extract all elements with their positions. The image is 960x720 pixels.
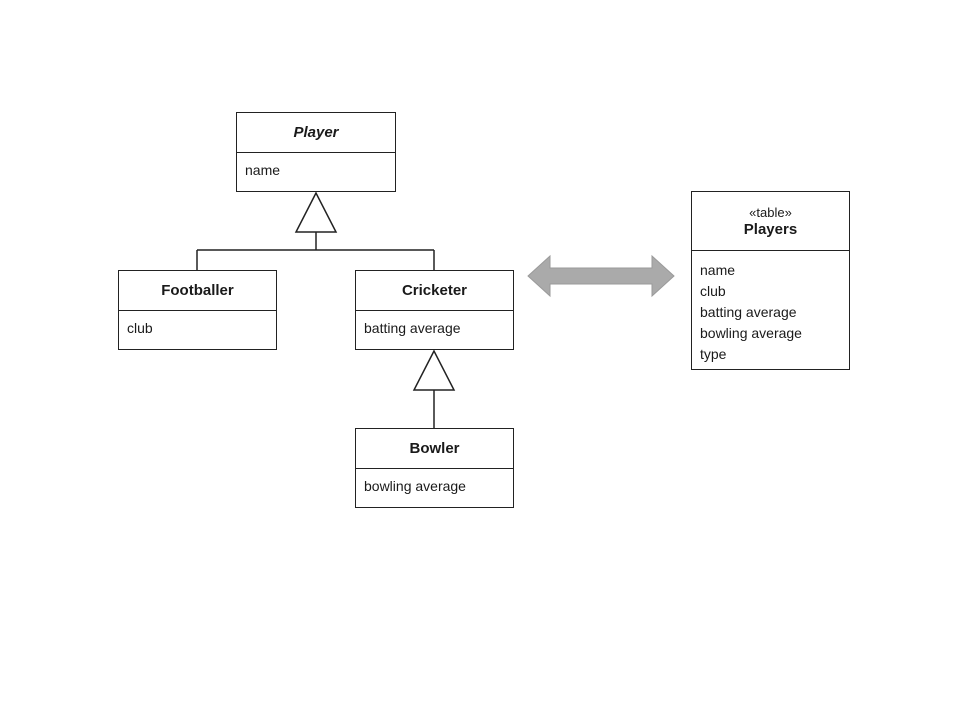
attribute: batting average	[364, 320, 461, 336]
generalization-arrowhead-player	[294, 191, 338, 233]
class-footballer: Footballer club	[118, 270, 277, 350]
table-columns: name club batting average bowling averag…	[692, 251, 849, 365]
class-player: Player name	[236, 112, 396, 192]
class-cricketer: Cricketer batting average	[355, 270, 514, 350]
table-column: club	[700, 283, 726, 299]
stereotype-label: «table»	[749, 205, 792, 220]
class-attributes: club	[119, 311, 276, 339]
table-players-header: «table» Players	[692, 192, 849, 251]
table-players: «table» Players name club batting averag…	[691, 191, 850, 370]
generalization-arrowhead-cricketer	[412, 349, 456, 391]
table-column: name	[700, 262, 736, 278]
class-name: Cricketer	[401, 281, 468, 299]
class-player-header: Player	[237, 113, 395, 153]
table-name: Players	[743, 221, 798, 238]
class-bowler: Bowler bowling average	[355, 428, 514, 508]
mapping-double-arrow	[527, 254, 675, 298]
class-name: Footballer	[161, 281, 234, 299]
class-attributes: batting average	[356, 311, 513, 339]
class-attributes: bowling average	[356, 469, 513, 497]
attribute: bowling average	[364, 478, 466, 494]
class-name: Player	[293, 123, 339, 141]
class-footballer-header: Footballer	[119, 271, 276, 311]
class-cricketer-header: Cricketer	[356, 271, 513, 311]
table-column: batting average	[700, 304, 797, 320]
class-attributes: name	[237, 153, 395, 181]
generalization-player	[196, 232, 435, 270]
attribute: name	[245, 162, 281, 178]
attribute: club	[127, 320, 153, 336]
table-column: type	[700, 346, 727, 362]
class-bowler-header: Bowler	[356, 429, 513, 469]
table-column: bowling average	[700, 325, 802, 341]
class-name: Bowler	[409, 439, 460, 457]
